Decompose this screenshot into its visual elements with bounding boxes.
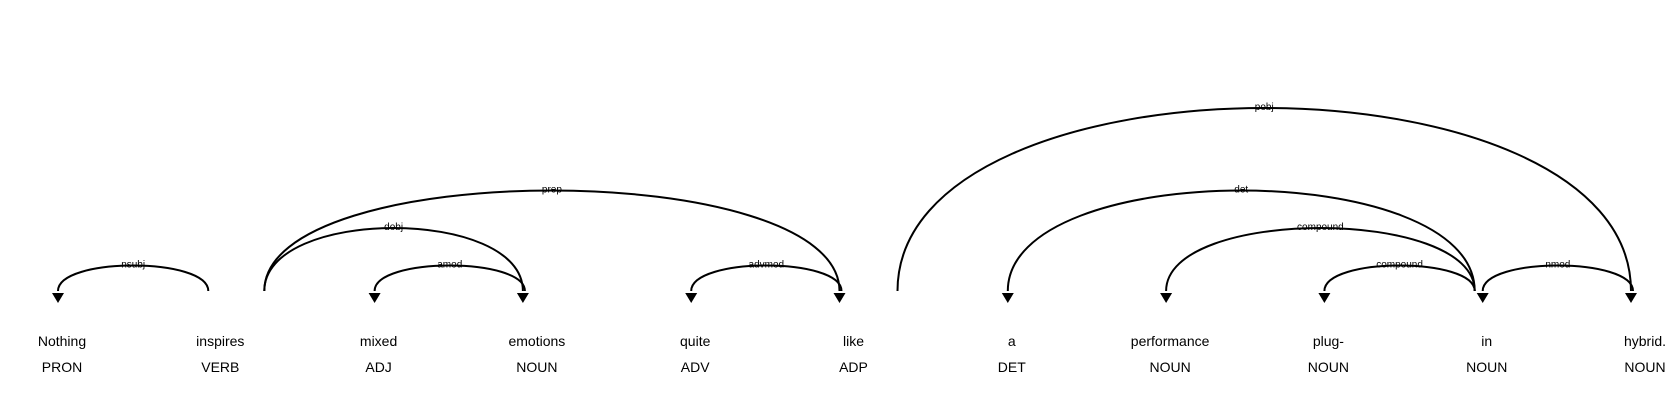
arc-label: compound — [1376, 260, 1423, 271]
token-pos-tag: DET — [998, 359, 1026, 375]
token-word: inspires — [196, 333, 244, 349]
arc-label: det — [1234, 185, 1248, 196]
token-word: like — [843, 333, 864, 349]
dependency-arc-pobj: pobj — [896, 102, 1637, 303]
arrowhead — [368, 293, 381, 303]
arc-label: pobj — [1255, 102, 1274, 113]
token-word: performance — [1131, 333, 1210, 349]
arc-curve — [1006, 189, 1476, 292]
dependency-arc-compound: compound — [1318, 260, 1476, 303]
token-word: emotions — [508, 333, 565, 349]
token-word: Nothing — [38, 333, 86, 349]
arrowhead — [1476, 293, 1489, 303]
arcs-layer: nsubj prep dobj amod advmod pobj det compound co… — [52, 102, 1637, 303]
arrowhead — [1318, 293, 1331, 303]
arc-curve — [896, 107, 1632, 292]
dependency-arc-prep: prep — [263, 185, 846, 303]
arrowhead — [1001, 293, 1014, 303]
token-word: mixed — [360, 333, 397, 349]
dependency-arc-det: det — [1001, 185, 1476, 303]
token-word: plug- — [1313, 333, 1344, 349]
arrowhead — [833, 293, 846, 303]
token-word: hybrid. — [1624, 333, 1666, 349]
arc-label: dobj — [384, 222, 403, 233]
dependency-arc-compound: compound — [1160, 222, 1476, 303]
arc-label: nmod — [1545, 260, 1570, 271]
arc-curve — [263, 227, 524, 292]
token-pos-tag: NOUN — [1308, 359, 1349, 375]
token-word: a — [1008, 333, 1016, 349]
token-pos-tag: VERB — [201, 359, 239, 375]
token-pos-tag: NOUN — [516, 359, 557, 375]
token-word: in — [1481, 333, 1492, 349]
dependency-arc-nsubj: nsubj — [52, 260, 210, 303]
dependency-arc-amod: amod — [368, 260, 526, 303]
arrowhead — [685, 293, 698, 303]
arrowhead — [516, 293, 529, 303]
token-pos-tag: ADJ — [365, 359, 391, 375]
arc-label: compound — [1297, 222, 1344, 233]
arrowhead — [52, 293, 64, 303]
dependency-arc-advmod: advmod — [685, 260, 843, 303]
arrowhead — [1625, 293, 1637, 303]
arc-curve — [1165, 227, 1476, 292]
arc-curve — [57, 264, 210, 292]
arc-curve — [690, 264, 843, 292]
arc-label: nsubj — [121, 260, 145, 271]
arrowhead — [1160, 293, 1173, 303]
token-pos-tag: NOUN — [1466, 359, 1507, 375]
token-pos-tag: PRON — [42, 359, 82, 375]
arc-curve — [1481, 264, 1634, 292]
dependency-arc-nmod: nmod — [1476, 260, 1634, 303]
arc-label: advmod — [749, 260, 785, 271]
token-pos-tag: ADP — [839, 359, 868, 375]
token-pos-tag: NOUN — [1149, 359, 1190, 375]
token-pos-tag: NOUN — [1624, 359, 1665, 375]
arc-curve — [263, 189, 841, 292]
words-layer: NothingPRONinspiresVERBmixedADJemotionsN… — [38, 333, 1666, 375]
arc-curve — [1323, 264, 1476, 292]
token: hybrid. NOUN — [1624, 333, 1666, 375]
dependency-arc-dobj: dobj — [263, 222, 529, 303]
arc-curve — [373, 264, 526, 292]
arc-label: prep — [542, 185, 562, 196]
token-pos-tag: ADV — [681, 359, 710, 375]
arc-label: amod — [437, 260, 462, 271]
token: plug- NOUN — [1308, 333, 1349, 375]
token-word: quite — [680, 333, 711, 349]
